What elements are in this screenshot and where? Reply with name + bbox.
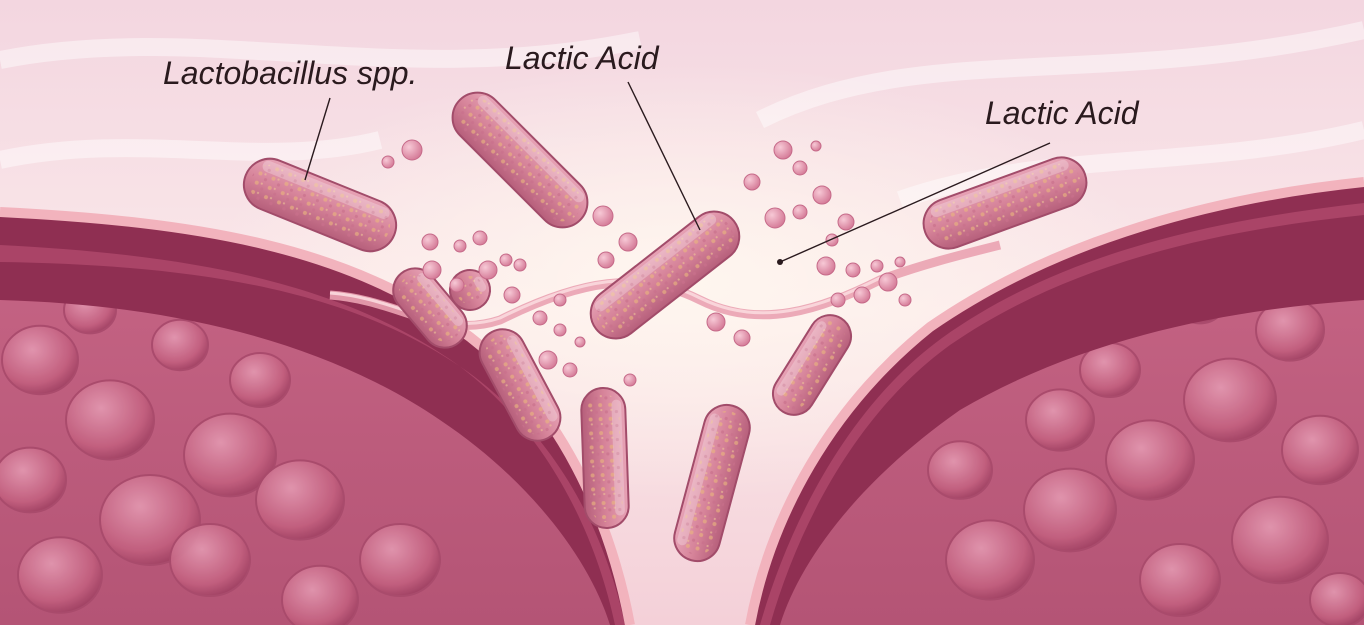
epithelial-cell-icon — [152, 320, 208, 370]
acid-droplet-icon — [793, 161, 807, 175]
acid-droplet-icon — [899, 294, 911, 306]
epithelial-cell-icon — [1282, 416, 1358, 484]
epithelial-cell-icon — [170, 524, 250, 596]
acid-droplet-icon — [554, 294, 566, 306]
acid-droplet-icon — [744, 174, 760, 190]
acid-droplet-icon — [539, 351, 557, 369]
epithelial-cell-icon — [1106, 420, 1194, 499]
epithelial-cell-icon — [230, 353, 290, 407]
acid-droplet-icon — [593, 206, 613, 226]
acid-droplet-icon — [575, 337, 585, 347]
acid-droplet-icon — [473, 231, 487, 245]
acid-droplet-icon — [811, 141, 821, 151]
acid-droplet-icon — [871, 260, 883, 272]
acid-droplet-icon — [504, 287, 520, 303]
acid-droplet-icon — [846, 263, 860, 277]
acid-droplet-icon — [533, 311, 547, 325]
acid-droplet-icon — [624, 374, 636, 386]
acid-droplet-icon — [793, 205, 807, 219]
acid-droplet-icon — [554, 324, 566, 336]
label-lactic-acid-top: Lactic Acid — [505, 40, 659, 77]
acid-droplet-icon — [707, 313, 725, 331]
acid-droplet-icon — [826, 234, 838, 246]
acid-droplet-icon — [831, 293, 845, 307]
epithelial-cell-icon — [1140, 544, 1220, 616]
acid-droplet-icon — [598, 252, 614, 268]
acid-droplet-icon — [895, 257, 905, 267]
acid-droplet-icon — [879, 273, 897, 291]
epithelial-cell-icon — [1024, 469, 1116, 552]
acid-droplet-icon — [454, 240, 466, 252]
acid-droplet-icon — [813, 186, 831, 204]
acid-droplet-icon — [500, 254, 512, 266]
epithelial-cell-icon — [1232, 497, 1328, 583]
epithelial-cell-icon — [1026, 389, 1094, 450]
epithelial-cell-icon — [0, 448, 66, 513]
epithelial-cell-icon — [256, 460, 344, 539]
epithelial-cell-icon — [2, 326, 78, 394]
acid-droplet-icon — [450, 278, 464, 292]
acid-droplet-icon — [382, 156, 394, 168]
epithelial-cell-icon — [928, 441, 992, 499]
epithelial-cell-icon — [360, 524, 440, 596]
acid-droplet-icon — [619, 233, 637, 251]
acid-droplet-icon — [774, 141, 792, 159]
acid-droplet-icon — [765, 208, 785, 228]
label-lactobacillus: Lactobacillus spp. — [163, 55, 417, 92]
acid-droplet-icon — [514, 259, 526, 271]
acid-droplet-icon — [854, 287, 870, 303]
epithelial-cell-icon — [282, 566, 358, 625]
epithelial-cell-icon — [66, 380, 154, 459]
rod-bacterium-icon — [581, 387, 630, 528]
epithelial-cell-icon — [946, 520, 1034, 599]
leader-dot — [777, 259, 783, 265]
acid-droplet-icon — [423, 261, 441, 279]
acid-droplet-icon — [734, 330, 750, 346]
label-lactic-acid-right: Lactic Acid — [985, 95, 1139, 132]
acid-droplet-icon — [838, 214, 854, 230]
acid-droplet-icon — [563, 363, 577, 377]
acid-droplet-icon — [402, 140, 422, 160]
epithelial-cell-icon — [1310, 573, 1364, 625]
acid-droplet-icon — [817, 257, 835, 275]
epithelial-cell-icon — [18, 537, 102, 613]
epithelial-cell-icon — [1184, 359, 1276, 442]
acid-droplet-icon — [422, 234, 438, 250]
acid-droplet-icon — [479, 261, 497, 279]
